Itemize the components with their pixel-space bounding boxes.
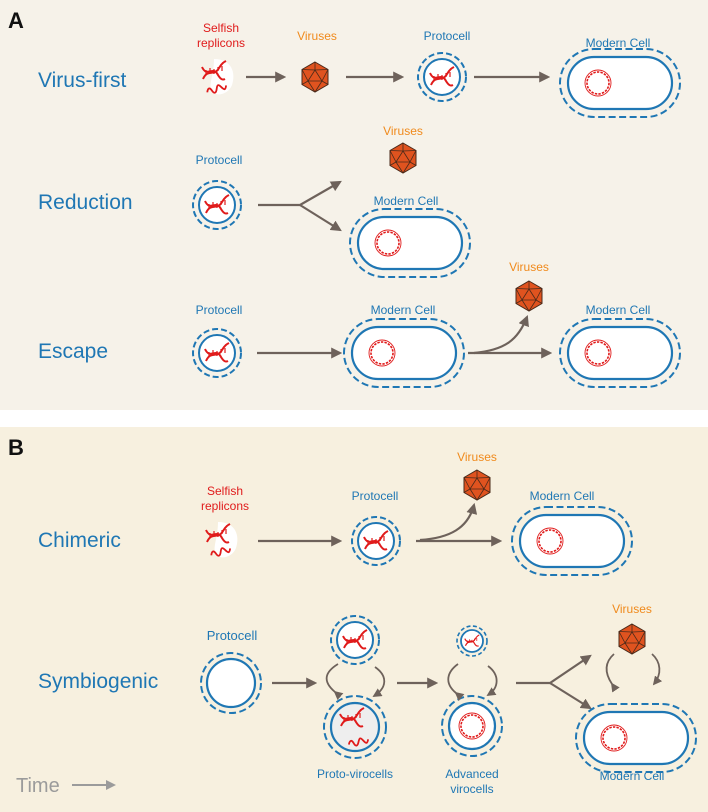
cycle-arrow — [651, 653, 663, 686]
label-proto-virocells: Proto-virocells — [317, 767, 393, 781]
virus-icon — [618, 623, 646, 655]
arrow — [473, 314, 529, 355]
protocell-icon — [331, 616, 379, 664]
arrow — [419, 502, 478, 542]
label-selfish-replicons-a1: Selfish — [203, 21, 239, 35]
small-protocell-icon — [456, 625, 488, 657]
label-modern-cell: Modern Cell — [586, 36, 651, 50]
panel-a-letter: A — [8, 8, 24, 33]
panel-b-letter: B — [8, 435, 24, 460]
label-protocell: Protocell — [207, 628, 258, 643]
label-protocell: Protocell — [196, 303, 243, 317]
virus-icon — [515, 280, 543, 312]
arrow — [258, 180, 342, 207]
protocell-icon — [193, 329, 241, 377]
modern-cell-icon — [344, 319, 464, 387]
virus-icon — [389, 142, 417, 174]
label-modern-cell: Modern Cell — [374, 194, 439, 208]
virus-icon — [463, 469, 491, 501]
cycle-arrow — [486, 665, 498, 696]
arrow — [516, 654, 592, 685]
protocell-icon — [418, 53, 466, 101]
label-advanced-virocells-2: virocells — [450, 782, 493, 796]
selfish-replicons-icon — [202, 59, 233, 95]
label-selfish-replicons-a2: replicons — [197, 36, 245, 50]
cycle-arrow — [372, 666, 386, 697]
virus-icon — [301, 61, 329, 93]
selfish-replicons-icon — [206, 522, 237, 558]
row-label-reduction: Reduction — [38, 191, 133, 214]
modern-cell-icon — [576, 704, 696, 772]
arrow — [549, 682, 592, 710]
cycle-arrow — [447, 663, 465, 702]
label-viruses: Viruses — [509, 260, 549, 274]
protocell-icon — [193, 181, 241, 229]
modern-cell-icon — [560, 319, 680, 387]
label-modern-cell: Modern Cell — [530, 489, 595, 503]
cycle-arrow — [605, 653, 620, 693]
label-modern-cell: Modern Cell — [586, 303, 651, 317]
modern-cell-icon — [350, 209, 470, 277]
label-selfish-replicons-b1: Selfish — [207, 484, 243, 498]
modern-cell-icon — [560, 49, 680, 117]
cycle-arrow — [325, 663, 344, 701]
label-viruses: Viruses — [383, 124, 423, 138]
label-viruses: Viruses — [457, 450, 497, 464]
label-viruses: Viruses — [297, 29, 337, 43]
advanced-virocell-icon — [441, 695, 503, 757]
label-advanced-virocells-1: Advanced — [445, 767, 498, 781]
label-viruses: Viruses — [612, 602, 652, 616]
time-label: Time — [16, 775, 60, 797]
label-protocell: Protocell — [196, 153, 243, 167]
row-label-chimeric: Chimeric — [38, 529, 121, 552]
proto-virocell-icon — [323, 695, 387, 759]
label-protocell: Protocell — [352, 489, 399, 503]
protocell-icon — [352, 517, 400, 565]
row-label-symbiogenic: Symbiogenic — [38, 670, 158, 693]
label-modern-cell: Modern Cell — [600, 769, 665, 783]
arrow — [299, 204, 342, 232]
label-selfish-replicons-b2: replicons — [201, 499, 249, 513]
label-protocell: Protocell — [424, 29, 471, 43]
empty-protocell-icon — [200, 652, 262, 714]
row-label-virus-first: Virus-first — [38, 69, 126, 92]
modern-cell-icon — [512, 507, 632, 575]
row-label-escape: Escape — [38, 340, 108, 363]
label-modern-cell: Modern Cell — [371, 303, 436, 317]
